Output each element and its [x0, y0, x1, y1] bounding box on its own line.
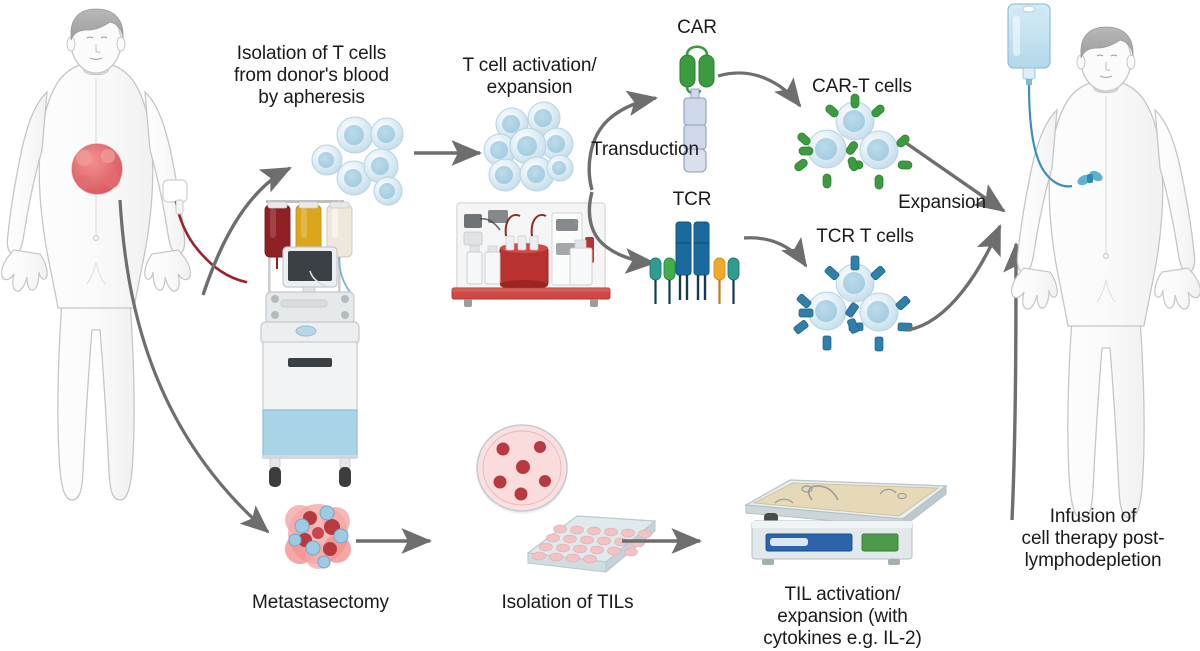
machine-control-panel — [265, 291, 355, 325]
label-tcr-t-cells: TCR T cells — [816, 226, 914, 247]
iv-line — [1027, 84, 1073, 188]
butterfly-catheter-icon — [1077, 170, 1103, 186]
product-bag-cream — [326, 201, 353, 293]
chest-tumor-icon — [71, 143, 123, 195]
tcr-construct — [649, 221, 740, 304]
label-transduction: Transduction — [591, 139, 699, 160]
resected-tumor-mass — [285, 504, 351, 569]
label-tcr: TCR — [672, 189, 712, 210]
arrow-transduction-tcr — [587, 191, 657, 274]
petri-dish — [476, 424, 568, 514]
label-isolation-tils: Isolation of TILs — [501, 592, 634, 613]
apheresis-machine — [260, 200, 360, 487]
tcr-t-cell-cluster — [793, 255, 913, 352]
arrow-tcrt-to-patient — [907, 224, 1002, 332]
arrow-tcr-to-tcrt-cells — [743, 236, 808, 268]
iv-infusion-bag — [1007, 3, 1103, 188]
machine-reservoir — [262, 409, 358, 459]
label-car: CAR — [677, 17, 717, 38]
label-isolation: Isolation of T cells from donor's blood … — [234, 43, 389, 109]
expanded-tcell-cluster — [483, 101, 574, 192]
arrow-transduction-car — [587, 90, 659, 191]
label-activation: T cell activation/ expansion — [462, 55, 597, 99]
arrow-patient-to-metastasectomy — [118, 199, 270, 534]
blood-tubing — [174, 200, 248, 284]
bioreactor-status-panel — [861, 533, 899, 552]
cell-processing-bioreactor — [451, 202, 611, 307]
label-car-t-cells: CAR-T cells — [812, 76, 912, 97]
rocking-bioreactor — [743, 479, 948, 565]
plasma-bag-amber — [295, 201, 322, 271]
well-plate — [526, 515, 657, 574]
arrow-patient-to-tcells — [201, 166, 292, 296]
label-infusion: Infusion of cell therapy post- lymphodep… — [1021, 506, 1165, 572]
label-til-activation: TIL activation/ expansion (with cytokine… — [763, 584, 922, 650]
isolated-tcells — [311, 116, 404, 206]
arm-cuff — [162, 179, 188, 203]
recipient-patient — [1011, 26, 1200, 519]
arrow-car-to-cart-cells — [717, 71, 802, 108]
blood-bag-red — [264, 201, 291, 269]
label-expansion: Expansion — [898, 192, 986, 213]
label-metastasectomy: Metastasectomy — [252, 592, 389, 613]
car-t-cell-cluster — [794, 93, 913, 190]
car-construct — [679, 45, 715, 173]
arrow-cart-to-patient — [905, 141, 1006, 213]
